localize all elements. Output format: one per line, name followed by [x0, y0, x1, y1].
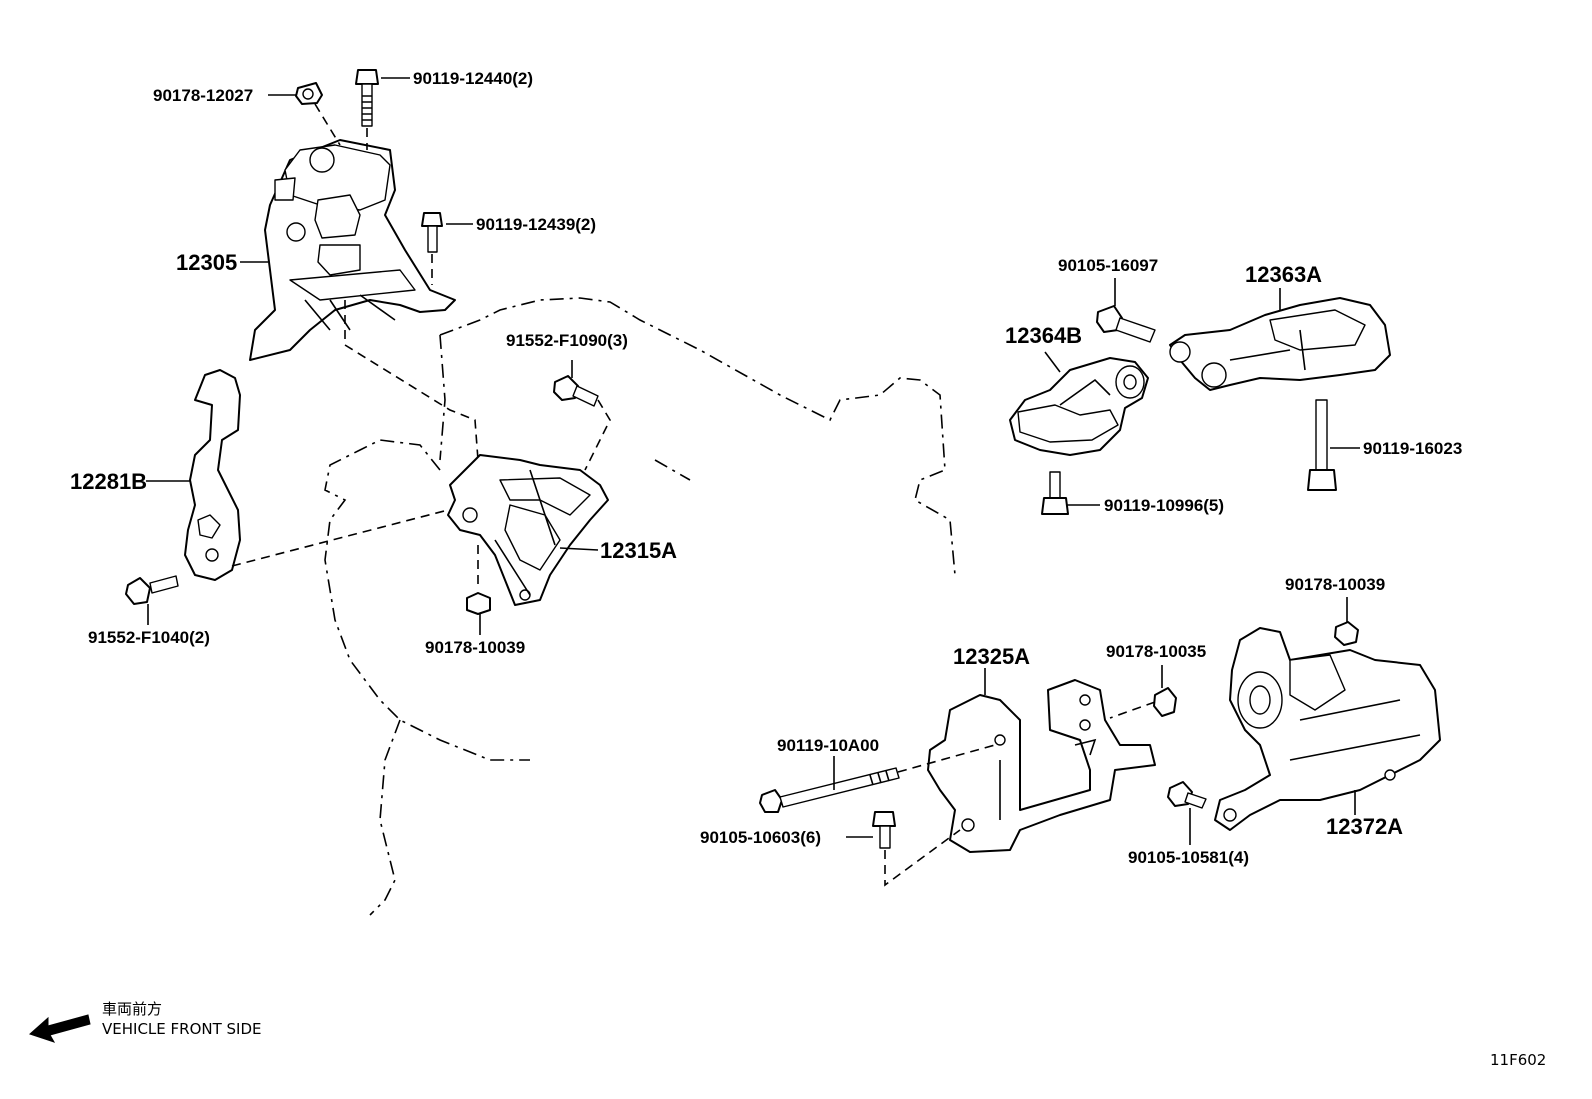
label-12315A: 12315A	[600, 538, 677, 563]
bolt-91552-F1040	[125, 575, 179, 605]
bolt-90105-10581	[1167, 781, 1207, 809]
assembly-line-12325A-a	[897, 744, 996, 773]
label-90119-16023: 90119-16023	[1363, 439, 1462, 458]
nut-90178-10035	[1153, 687, 1177, 717]
label-90105-16097: 90105-16097	[1058, 256, 1158, 275]
label-91552-F1090: 91552-F1090(3)	[506, 331, 628, 350]
label-90119-12439: 90119-12439(2)	[476, 215, 596, 234]
bolt-90105-10603	[872, 811, 896, 849]
label-12363A: 12363A	[1245, 262, 1322, 287]
label-90119-10996: 90119-10996(5)	[1104, 496, 1224, 515]
bolt-91552-F1090	[553, 375, 599, 407]
legend-en-text: VEHICLE FRONT SIDE	[102, 1020, 262, 1038]
bolt-90119-16023	[1307, 399, 1337, 491]
bolt-90119-10A00	[759, 767, 900, 813]
bracket-12315A	[447, 454, 609, 606]
assembly-line-12315A-a	[584, 399, 611, 471]
engine-outline	[324, 297, 956, 916]
bolt-90119-12440	[355, 69, 379, 127]
label-90178-10035: 90178-10035	[1106, 642, 1206, 661]
assembly-line-12325A-c	[1109, 701, 1156, 719]
figure-code: 11F602	[1490, 1051, 1546, 1069]
label-90119-12440: 90119-12440(2)	[413, 69, 533, 88]
label-90105-10603: 90105-10603(6)	[700, 828, 821, 847]
label-90178-12027: 90178-12027	[153, 86, 253, 105]
rod-12363A	[1169, 297, 1391, 391]
assembly-line-12281B	[231, 509, 449, 567]
label-91552-F1040: 91552-F1040(2)	[88, 628, 210, 647]
label-12364B: 12364B	[1005, 323, 1082, 348]
bracket-12281B	[184, 369, 241, 581]
label-12305: 12305	[176, 250, 237, 275]
leader-lines	[146, 77, 1360, 845]
nut-90178-10039-right	[1334, 621, 1359, 646]
label-12325A: 12325A	[953, 644, 1030, 669]
label-90119-10A00: 90119-10A00	[777, 736, 879, 755]
mount-12364B	[1009, 357, 1149, 456]
assembly-line-12305-d	[344, 300, 479, 461]
label-12372A: 12372A	[1326, 814, 1403, 839]
front-arrow-icon	[29, 1014, 91, 1043]
label-90105-10581: 90105-10581(4)	[1128, 848, 1249, 867]
label-90178-10039-center: 90178-10039	[425, 638, 525, 657]
bolt-90105-16097	[1096, 305, 1156, 343]
vehicle-front-legend: 車両前方 VEHICLE FRONT SIDE	[29, 1000, 262, 1043]
mount-12372A	[1214, 627, 1441, 831]
label-12281B: 12281B	[70, 469, 147, 494]
bolt-90119-12439	[421, 212, 443, 253]
nut-90178-10039-center	[466, 592, 491, 615]
assembly-line-12305-a	[314, 103, 341, 146]
label-90178-10039-right: 90178-10039	[1285, 575, 1385, 594]
bolt-90119-10996	[1041, 471, 1069, 515]
nut-90178-12027	[295, 82, 323, 105]
engine-mount-12305	[249, 139, 456, 361]
bracket-12325A	[927, 679, 1156, 853]
legend-jp-text: 車両前方	[102, 1000, 162, 1018]
assembly-line-12325A-b	[884, 829, 961, 887]
